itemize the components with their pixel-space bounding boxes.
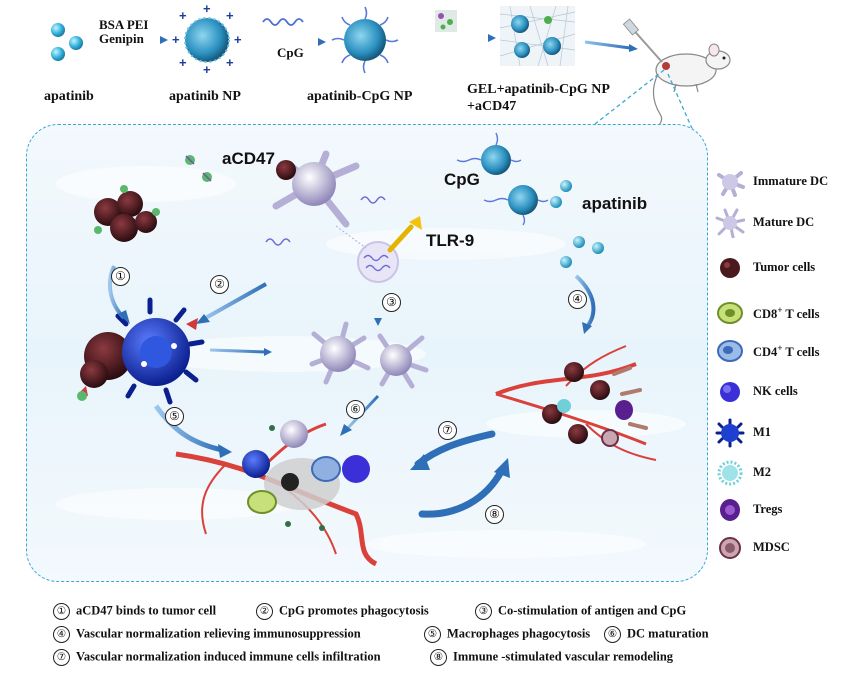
legend-item-cd4-t-cells: CD4+ T cells: [715, 336, 860, 366]
legend-label: NK cells: [753, 384, 798, 398]
stage-label-apatinib-cpg-np: apatinib-CpG NP: [307, 89, 413, 104]
step-marker-1: ①: [111, 267, 130, 286]
m1-phagocytosis-icon: [77, 297, 205, 405]
legend-label: Tregs: [753, 502, 783, 516]
cd4-t-cell-icon: [717, 340, 743, 362]
legend-label: Immature DC: [753, 174, 829, 188]
legend-item-mature-dc: Mature DC: [715, 208, 860, 238]
gel-reagent-icon: [435, 10, 457, 32]
legend-item-cd8-t-cells: CD8+ T cells: [715, 298, 860, 328]
apatinib-np-icon: +++ +++ ++: [172, 1, 242, 77]
mature-dc-pair-icon: [309, 321, 429, 389]
legend-label: Mature DC: [753, 215, 815, 229]
stage-label-apatinib-np: apatinib NP: [169, 89, 241, 104]
synthesis-scheme: +++ +++ ++: [51, 1, 731, 130]
legend-label-cd8: CD8+ T cells: [753, 305, 820, 322]
legend-item-m1: M1: [715, 418, 860, 448]
legend-item-tumor-cells: Tumor cells: [715, 253, 860, 283]
acd47-antibody-icon: [185, 155, 212, 182]
legend-item-tregs: Tregs: [715, 495, 860, 525]
mechanism-illustration: [56, 132, 686, 567]
reagent-label-genipin: Genipin: [99, 31, 144, 46]
legend-item-m2: M2: [715, 458, 860, 488]
mdsc-icon: [719, 537, 741, 559]
flow-arrows: [107, 265, 596, 518]
tumor-microenvironment-left-icon: [175, 420, 378, 567]
step-marker-5: ⑤: [165, 407, 184, 426]
legend-item-nk-cells: NK cells: [715, 377, 860, 407]
apatinib-molecules-icon: [51, 23, 83, 61]
svg-text:+: +: [179, 8, 187, 23]
hydrogel-icon: [499, 5, 576, 67]
stage-label-gel-line2: +aCD47: [467, 99, 517, 114]
tumor-microenvironment-right-icon: [495, 345, 657, 461]
legend-label: MDSC: [753, 540, 790, 554]
treg-icon: [720, 499, 740, 521]
apatinib-cpg-np-icon: [331, 6, 399, 74]
apatinib-panel-label: apatinib: [582, 194, 648, 213]
legend-label-cd4: CD4+ T cells: [753, 343, 820, 360]
tlr9-receptor-icon: [335, 216, 422, 283]
step-marker-6: ⑥: [346, 400, 365, 419]
cpg-arrow-label: CpG: [277, 45, 304, 60]
cpg-nanoparticles-icon: [456, 132, 572, 226]
legend-label: M2: [753, 465, 772, 479]
tumor-cluster-icon: [94, 185, 160, 242]
svg-text:+: +: [172, 32, 180, 47]
svg-text:+: +: [234, 32, 242, 47]
svg-text:+: +: [203, 1, 211, 16]
stage-label-gel-line1: GEL+apatinib-CpG NP: [467, 82, 610, 97]
cpg-label: CpG: [444, 170, 480, 189]
svg-text:+: +: [226, 8, 234, 23]
nk-cell-icon: [720, 382, 740, 402]
legend-label: Tumor cells: [753, 260, 816, 274]
legend-item-immature-dc: Immature DC: [715, 167, 860, 197]
legend-item-mdsc: MDSC: [715, 533, 860, 563]
m2-macrophage-icon: [717, 460, 743, 486]
step-marker-7: ⑦: [438, 421, 457, 440]
svg-text:+: +: [226, 55, 234, 70]
acd47-label: aCD47: [222, 149, 275, 168]
cd8-t-cell-icon: [717, 302, 743, 324]
step-marker-8: ⑧: [485, 505, 504, 524]
stage-label-apatinib: apatinib: [44, 89, 94, 104]
free-apatinib-icon: [560, 236, 604, 268]
mature-dc-icon: [715, 208, 745, 238]
svg-text:+: +: [203, 62, 211, 77]
reagent-label-bsa-pei: BSA PEI: [99, 17, 149, 32]
immature-dc-phagocytosing-icon: [265, 150, 386, 246]
m1-macrophage-icon: [715, 418, 745, 448]
immature-dc-icon: [717, 171, 745, 197]
tlr9-label: TLR-9: [426, 231, 475, 250]
svg-text:+: +: [179, 55, 187, 70]
mouse-icon: [622, 18, 731, 127]
tumor-cell-icon: [720, 258, 740, 278]
step-marker-2: ②: [210, 275, 229, 294]
step-marker-4: ④: [568, 290, 587, 309]
step-marker-3: ③: [382, 293, 401, 312]
legend-label: M1: [753, 425, 772, 439]
